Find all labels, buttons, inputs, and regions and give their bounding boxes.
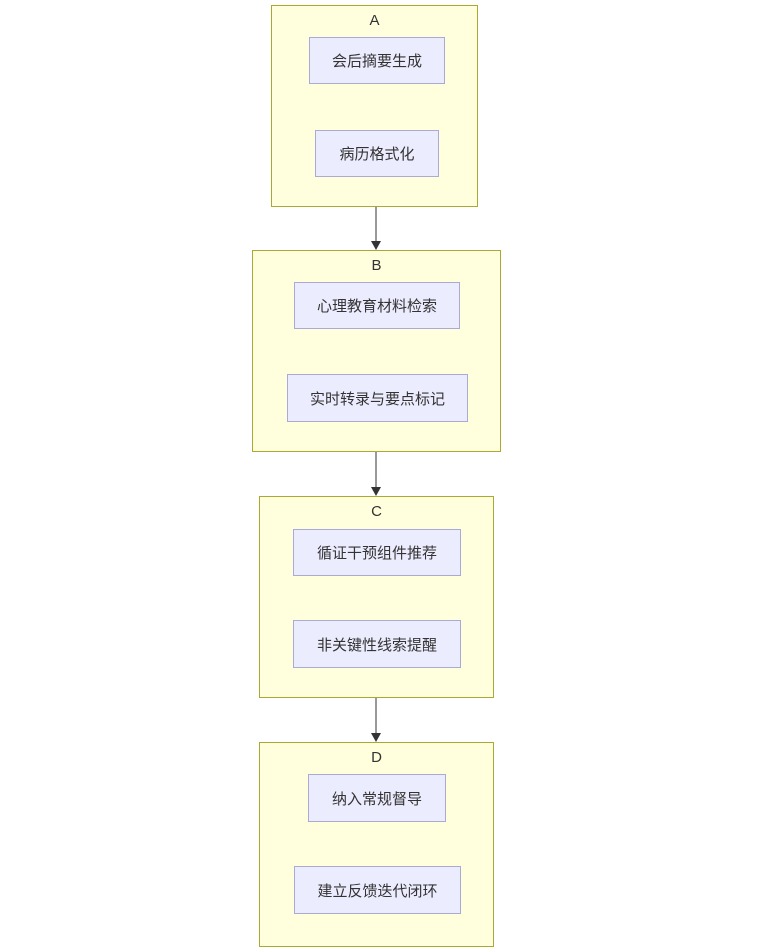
subgraph-c: C 循证干预组件推荐 非关键性线索提醒 [259,496,494,698]
node-label: 病历格式化 [339,146,415,163]
node-medical-record-formatting: 病历格式化 [315,130,439,177]
subgraph-a-title: A [369,12,380,29]
arrowhead-icon [371,487,381,496]
node-meeting-summary-generation: 会后摘要生成 [309,37,445,84]
node-realtime-transcription-keypoint-marking: 实时转录与要点标记 [287,374,468,422]
arrow-b-to-c [370,452,382,496]
arrowhead-icon [371,733,381,742]
node-psychoeducation-material-retrieval: 心理教育材料检索 [294,282,460,329]
arrow-shaft [375,207,377,244]
subgraph-a: A 会后摘要生成 病历格式化 [271,5,478,207]
arrow-shaft [375,452,377,490]
subgraph-b: B 心理教育材料检索 实时转录与要点标记 [252,250,501,452]
subgraph-c-title: C [371,503,382,520]
arrow-shaft [375,698,377,736]
node-evidence-based-intervention-recommendation: 循证干预组件推荐 [293,529,461,576]
arrow-a-to-b [370,207,382,250]
node-label: 实时转录与要点标记 [309,390,445,408]
node-routine-supervision-inclusion: 纳入常规督导 [308,774,446,822]
subgraph-d-title: D [371,749,382,766]
node-label: 纳入常规督导 [331,790,422,808]
node-label: 会后摘要生成 [331,53,422,70]
node-label: 循证干预组件推荐 [316,545,437,562]
node-noncritical-cue-reminder: 非关键性线索提醒 [293,620,461,668]
subgraph-d: D 纳入常规督导 建立反馈迭代闭环 [259,742,494,947]
node-label: 建立反馈迭代闭环 [317,882,438,900]
arrow-c-to-d [370,698,382,742]
node-label: 心理教育材料检索 [316,298,437,315]
subgraph-b-title: B [371,257,382,274]
arrowhead-icon [371,241,381,250]
node-label: 非关键性线索提醒 [316,636,437,654]
node-feedback-iteration-loop: 建立反馈迭代闭环 [294,866,461,914]
